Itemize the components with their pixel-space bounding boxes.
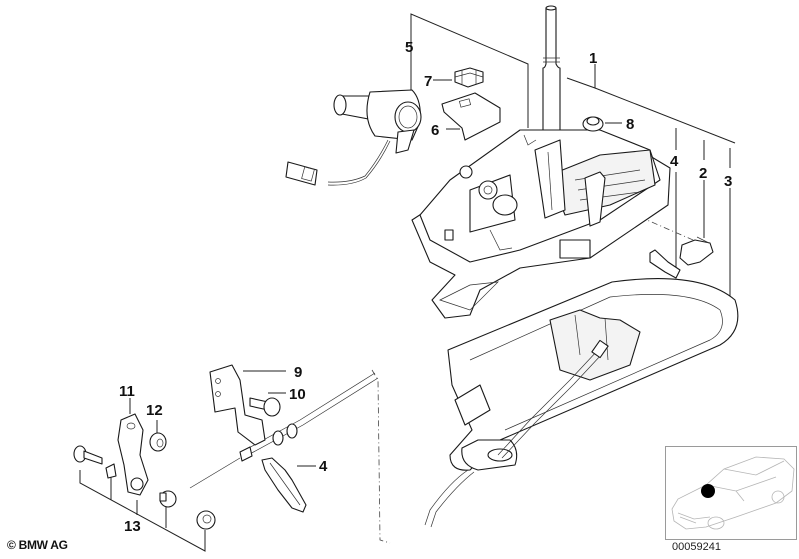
bolt [249,397,281,417]
callout-7: 7 [424,73,432,90]
callout-5: 5 [405,39,413,56]
shift-lever-housing [411,5,671,319]
location-marker [701,484,715,498]
callout-labels: 1 2 3 4 4 5 6 7 8 9 10 11 12 13 [119,39,732,535]
interlock-solenoid [285,89,422,186]
callout-8: 8 [626,116,634,133]
hardware-kit [73,445,216,530]
callout-4-lower: 4 [319,458,328,475]
callout-10: 10 [289,386,306,403]
callout-6: 6 [431,122,439,139]
callout-9: 9 [294,364,302,381]
hex-nut [582,116,604,132]
callout-4-upper: 4 [670,153,679,170]
cable-bracket [209,364,266,446]
retaining-clip [679,236,714,266]
cover-plate [424,278,739,528]
leader-lines [79,13,736,552]
callout-1: 1 [589,50,597,67]
document-number: 00059241 [672,541,721,553]
callout-2: 2 [699,165,707,182]
copyright-notice: © BMW AG [7,538,68,552]
shift-cable [189,372,379,489]
car-outline-icon [671,456,795,530]
callout-11: 11 [119,383,135,400]
bracket-plate [441,92,501,141]
selector-lever [117,413,149,496]
spring-clip-upper [649,249,681,279]
connector-block [454,67,484,88]
callout-3: 3 [724,173,732,190]
bushing [149,432,167,452]
spring-clip-lower [261,457,307,513]
callout-13: 13 [124,518,141,535]
callout-12: 12 [146,402,163,419]
vehicle-locator-thumbnail [665,446,797,540]
